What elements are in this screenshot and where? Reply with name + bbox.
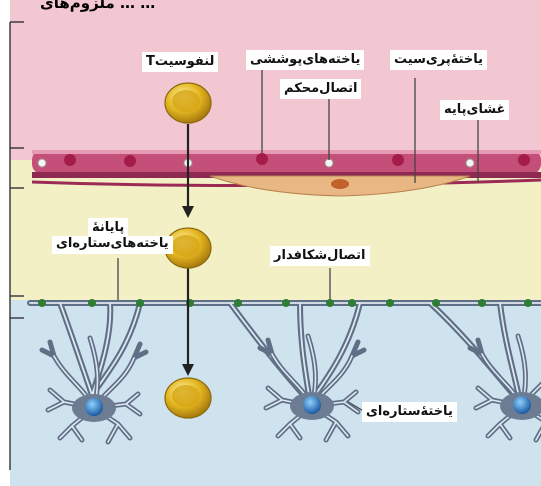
t-lymphocyte-bottom (165, 378, 211, 418)
label-epithelial-cells: یاخته‌های‌پوششی (246, 50, 364, 70)
label-tight-junction: اتصال‌محکم (280, 79, 361, 99)
label-astrocyte: یاختۀ‌ستاره‌ای (362, 402, 457, 422)
t-lymphocyte-top (165, 83, 211, 123)
blood-zone (10, 0, 541, 160)
label-astrocyte-endfoot-2: یاخته‌های‌ستاره‌ای (52, 236, 173, 254)
label-gap-junction: اتصال‌شکافدار (270, 246, 370, 266)
label-basement-membrane: غشای‌پایه (440, 100, 509, 120)
figure-title: … … ملزوم‌های (40, 0, 155, 12)
label-astrocyte-endfoot-1: پایانۀ (88, 218, 128, 236)
label-pericyte: یاختۀ‌پری‌سیت (390, 50, 487, 70)
label-t-lymphocyte: لنفوسیتT (142, 52, 218, 72)
